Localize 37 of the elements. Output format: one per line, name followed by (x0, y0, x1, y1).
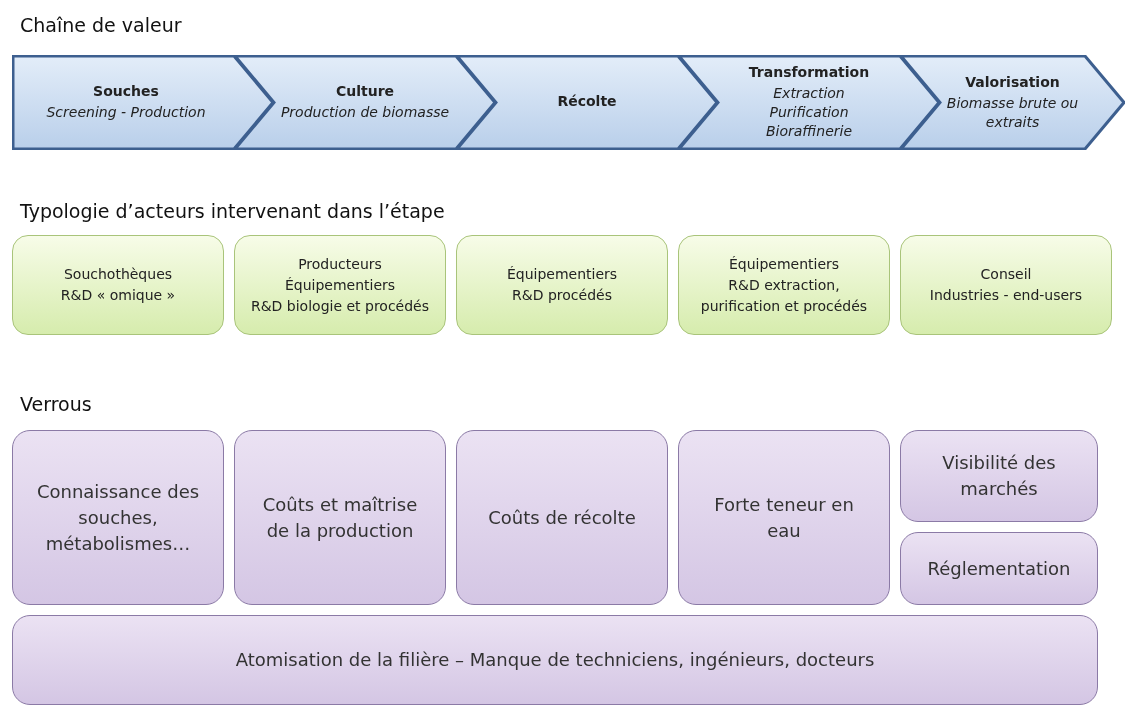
actor-text: Producteurs (298, 254, 382, 274)
barrier-box: Réglementation (900, 532, 1098, 605)
actor-box (678, 235, 890, 335)
barrier-box: Coûts de récolte (456, 430, 668, 605)
actor-text: Souchothèques (63, 265, 173, 284)
actor-text: Équipementiers (728, 254, 840, 274)
actor-text: Industries - end-users (929, 286, 1083, 305)
section-heading: Verrous (20, 393, 92, 415)
step-description: Extraction (773, 84, 845, 103)
step-description: Purification (769, 103, 849, 122)
actor-text: Équipementiers (284, 275, 396, 295)
step-title: Culture (335, 83, 395, 99)
barrier-box: Connaissance des souches, métabolismes… (12, 430, 224, 605)
step-title: Transformation (748, 64, 870, 80)
step-title: Souches (93, 83, 159, 99)
actor-text: R&D biologie et procédés (250, 296, 430, 316)
actor-text: Conseil (980, 265, 1032, 284)
step-description: Biomasse brute ou extraits (945, 93, 1080, 132)
actor-box (456, 235, 668, 335)
barrier-box: Coûts et maîtrise de la production (234, 430, 446, 605)
step-title: Récolte (557, 92, 617, 109)
barrier-box: Visibilité des marchés (900, 430, 1098, 522)
actor-text: R&D extraction, purification et procédés (699, 275, 869, 316)
barrier-box: Forte teneur en eau (678, 430, 890, 605)
actor-box (12, 235, 224, 335)
barrier-box: Atomisation de la filière – Manque de techniciens, ingénieurs, docteurs (12, 615, 1098, 705)
actor-text: R&D procédés (512, 286, 612, 305)
actor-text: Équipementiers (506, 265, 618, 284)
actor-box (234, 235, 446, 335)
actor-text: R&D « omique » (60, 286, 176, 305)
section-heading: Chaîne de valeur (20, 14, 182, 36)
step-description: Screening - Production (46, 103, 206, 122)
section-heading: Typologie d’acteurs intervenant dans l’étape (20, 200, 445, 222)
step-description: Bioraffinerie (765, 122, 853, 141)
step-title: Valorisation (965, 73, 1060, 90)
actor-box (900, 235, 1112, 335)
step-description: Production de biomasse (280, 103, 450, 122)
